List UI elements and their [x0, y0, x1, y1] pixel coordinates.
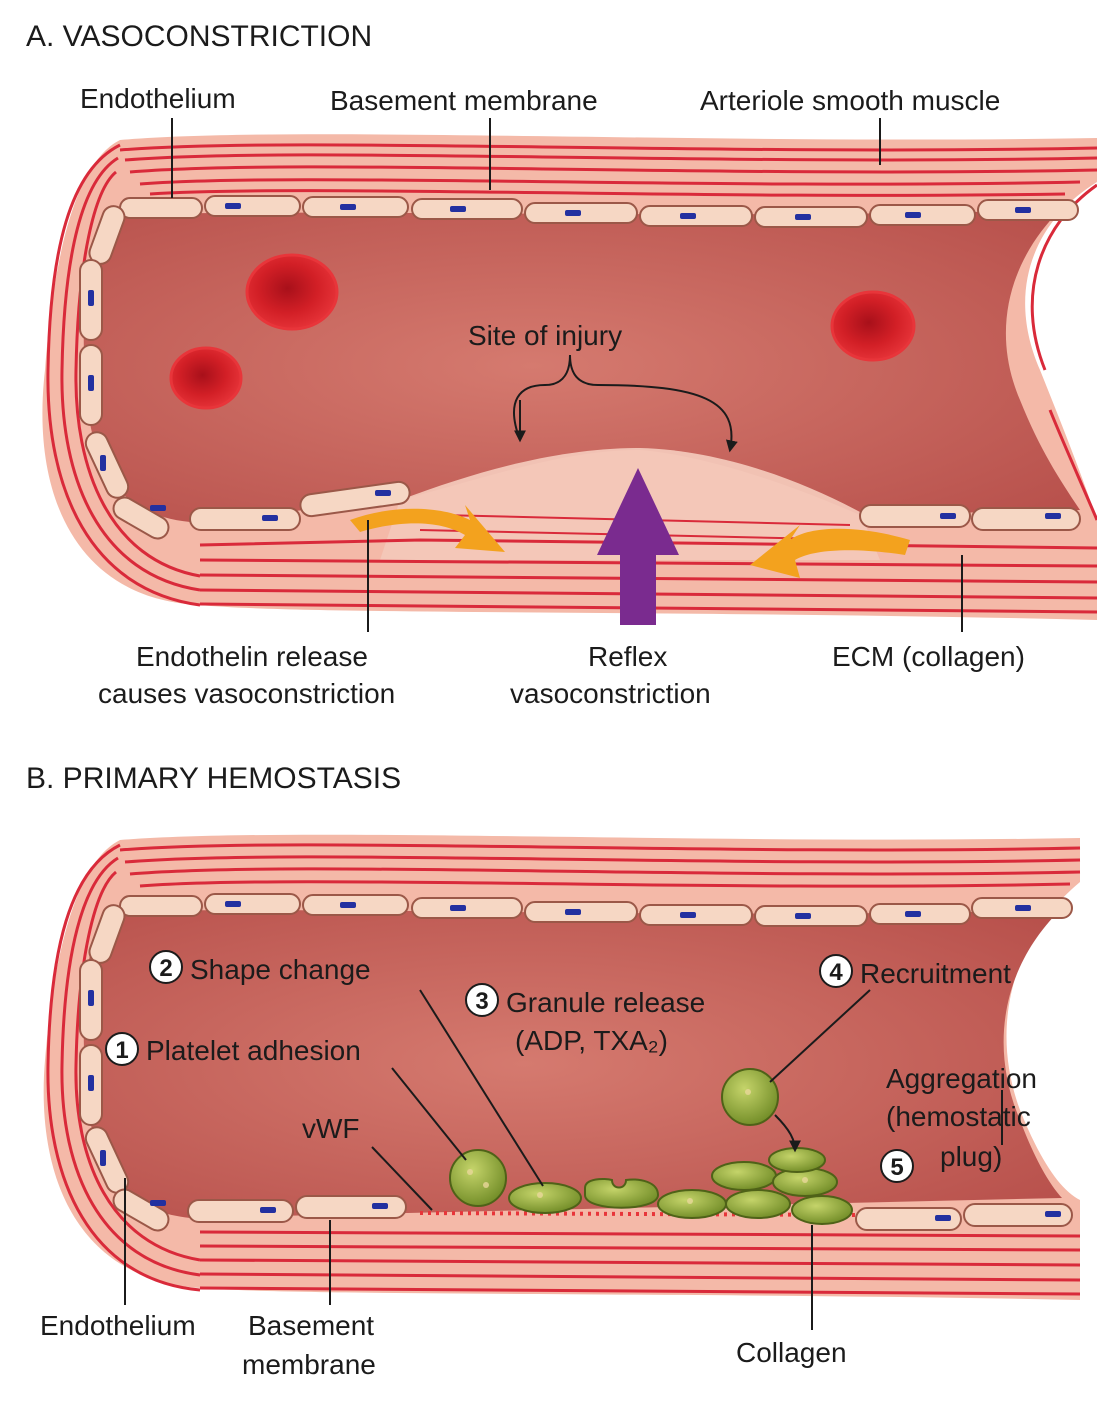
- label-site-of-injury: Site of injury: [468, 320, 622, 351]
- step-2-badge: 2: [150, 951, 182, 983]
- panel-a-title: A. VASOCONSTRICTION: [26, 20, 372, 53]
- label-aggregation-plug: plug): [940, 1141, 1002, 1172]
- label-endothelin-line1: Endothelin release: [136, 641, 368, 672]
- label-recruitment: Recruitment: [860, 958, 1011, 989]
- label-endothelin-line2: causes vasoconstriction: [98, 678, 395, 709]
- step-5-badge: 5: [881, 1150, 913, 1182]
- adhered-platelet: [450, 1150, 506, 1206]
- label-vwf: vWF: [302, 1113, 360, 1144]
- label-ecm: ECM (collagen): [832, 641, 1025, 672]
- step-3-badge: 3: [466, 984, 498, 1016]
- panel-b-title: B. PRIMARY HEMOSTASIS: [26, 762, 401, 795]
- label-endothelium-a: Endothelium: [80, 83, 236, 114]
- label-arteriole-smooth-muscle: Arteriole smooth muscle: [700, 85, 1000, 116]
- panel-a: A. VASOCONSTRICTION: [26, 20, 1097, 709]
- label-platelet-adhesion: Platelet adhesion: [146, 1035, 361, 1066]
- step-4-badge: 4: [820, 955, 852, 987]
- label-basement-line2: membrane: [242, 1349, 376, 1380]
- label-endothelium-b: Endothelium: [40, 1310, 196, 1341]
- svg-text:4: 4: [829, 959, 843, 986]
- svg-text:5: 5: [890, 1154, 903, 1181]
- panel-b: B. PRIMARY HEMOSTASIS: [26, 762, 1080, 1380]
- label-basement-membrane-a: Basement membrane: [330, 85, 598, 116]
- label-granule-sub: (ADP, TXA₂): [515, 1025, 668, 1056]
- label-granule-release: Granule release: [506, 987, 705, 1018]
- svg-text:1: 1: [115, 1037, 128, 1064]
- step-1-badge: 1: [106, 1033, 138, 1065]
- label-reflex-line2: vasoconstriction: [510, 678, 711, 709]
- svg-text:3: 3: [475, 988, 488, 1015]
- label-shape-change: Shape change: [190, 954, 371, 985]
- svg-text:2: 2: [159, 955, 172, 982]
- shape-change-platelet: [509, 1183, 581, 1213]
- label-aggregation-line2: (hemostatic: [886, 1101, 1031, 1132]
- label-reflex-line1: Reflex: [588, 641, 667, 672]
- label-collagen: Collagen: [736, 1337, 847, 1368]
- recruited-platelet: [722, 1069, 778, 1125]
- label-aggregation-line1: Aggregation: [886, 1063, 1037, 1094]
- label-basement-line1: Basement: [248, 1310, 374, 1341]
